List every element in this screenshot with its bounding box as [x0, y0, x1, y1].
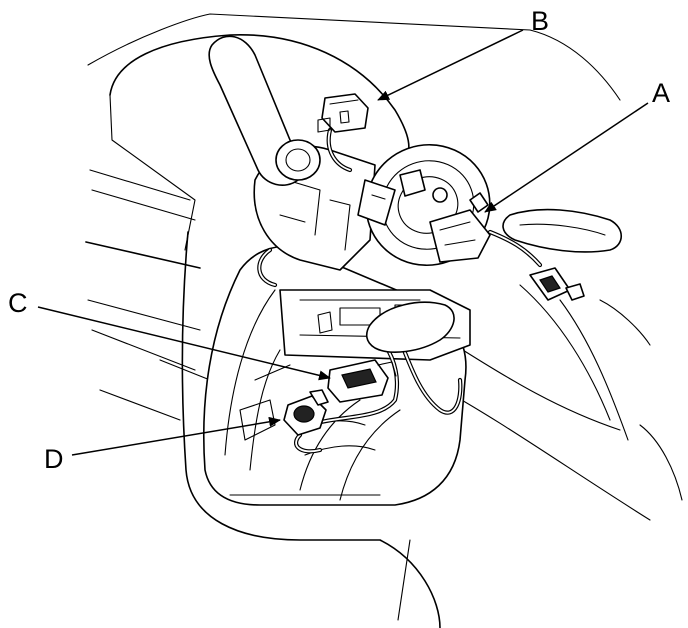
leader-lines	[37, 29, 649, 456]
cable-reel	[357, 143, 491, 267]
leader-line-a	[484, 102, 649, 213]
leader-line-b	[377, 29, 524, 101]
connector-b	[317, 93, 369, 133]
dashboard-outline	[85, 13, 683, 628]
connector-d	[283, 389, 329, 436]
lower-cover	[365, 301, 455, 353]
leader-line-c	[37, 306, 331, 381]
callout-c: C	[8, 288, 28, 318]
callout-a: A	[652, 78, 670, 108]
left-stalk-lever	[208, 35, 321, 186]
connector-c	[327, 359, 397, 403]
callout-d: D	[44, 444, 64, 474]
leader-line-d	[71, 416, 281, 456]
right-stalk-lever	[502, 208, 623, 253]
callout-b: B	[531, 6, 549, 36]
connector-a	[529, 267, 585, 301]
wiring-harness	[257, 127, 543, 454]
